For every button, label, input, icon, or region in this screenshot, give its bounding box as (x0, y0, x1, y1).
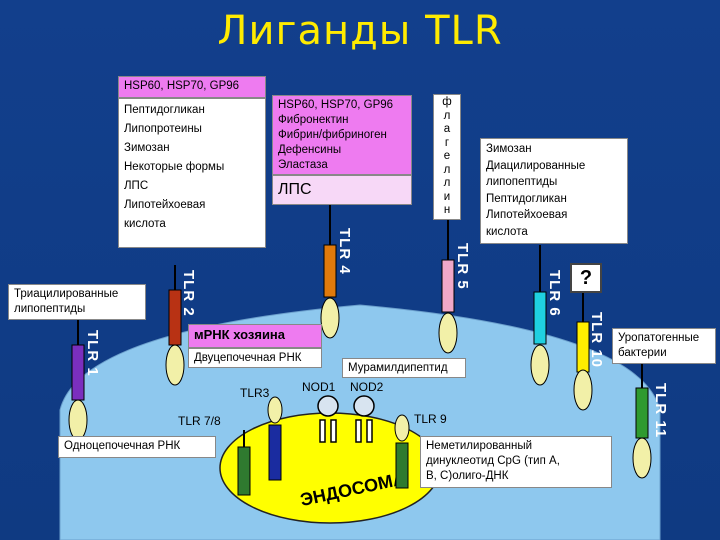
tlr9-receptor (394, 414, 410, 489)
ssrna-box: Одноцепочечная РНК (58, 436, 216, 458)
tlr4-ligand-line: Эластаза (278, 159, 328, 171)
muramyl-text: Мурамилдипептид (348, 362, 448, 374)
tlr6-ligand-line: Диацилированные (486, 159, 586, 172)
tlr4-lps-text: ЛПС (278, 181, 312, 198)
tlr2-ligand-line: кислота (124, 218, 166, 230)
flagellin-letter-line: л (443, 163, 451, 176)
tlr6-ligand-line: кислота (486, 225, 528, 238)
uropathogenic-line: бактерии (618, 347, 667, 359)
tlr10-label: TLR 10 (588, 312, 605, 369)
tlr2-ligand-line: Липопротеины (124, 123, 202, 135)
tlr2-ligand-line: Зимозан (124, 142, 170, 154)
tlr6-ligand-line: Зимозан (486, 143, 532, 155)
tlr2-ligand-line: Липотейхоевая (124, 199, 206, 211)
tlr78-label: TLR 7/8 (178, 414, 221, 428)
tlr2-ligand-line: Пептидогликан (124, 104, 205, 116)
uropathogenic-box: Уропатогенные бактерии (612, 328, 716, 364)
flagellin-letter-line: и (443, 190, 451, 203)
ssrna-text: Одноцепочечная РНК (64, 440, 181, 452)
tlr6-ligand-line: липопептиды (486, 176, 558, 188)
tlr1-receptor (68, 300, 88, 441)
tlr4-receptor (320, 205, 340, 339)
tlr2-label: TLR 2 (180, 270, 197, 317)
muramyl-dipeptide-box: Мурамилдипептид (342, 358, 466, 378)
tlr4-lps-box: ЛПС (272, 175, 412, 205)
tlr6-label: TLR 6 (546, 270, 563, 317)
tlr6-ligand-line: Пептидогликан (486, 192, 567, 205)
tlr1-ligand-line: Триацилированные (14, 288, 119, 300)
tlr1-ligands-box: Триацилированные липопептиды (8, 284, 146, 320)
tlr6-ligand-line: Липотейхоевая (486, 209, 568, 221)
unknown-ligand-box: ? (570, 263, 602, 293)
tlr1-ligand-line: липопептиды (14, 303, 86, 315)
tlr78-receptor (237, 430, 251, 496)
nod2-label: NOD2 (350, 380, 384, 394)
dsrna-box: Двуцепочечная РНК (188, 348, 322, 368)
tlr9-label: TLR 9 (414, 412, 447, 426)
tlr4-ligand-line: Фибрин/фибриноген (278, 129, 387, 141)
cpg-line: B, C)олиго-ДНК (426, 470, 509, 482)
tlr2-ligand-line: ЛПС (124, 180, 149, 192)
tlr3-receptor (267, 396, 283, 481)
nod2-receptor (353, 395, 375, 443)
tlr3-label: TLR3 (240, 386, 270, 400)
tlr4-ligand-line: HSP60, HSP70, GP96 (278, 99, 394, 111)
cpg-line: Неметилированный (426, 440, 533, 452)
flagellin-letter-line: л (443, 177, 451, 189)
tlr4-ligand-line: Фибронектин (278, 114, 349, 126)
host-mrna-text: мРНК хозяина (194, 327, 286, 342)
tlr4-ligand-line: Дефенсины (278, 144, 342, 156)
tlr2-receptor (165, 265, 185, 386)
flagellin-letter-line: ф (442, 96, 452, 108)
flagellin-letter-line: е (443, 150, 451, 162)
flagellin-letter-line: а (443, 123, 451, 135)
tlr5-label: TLR 5 (454, 243, 471, 290)
tlr11-receptor (632, 360, 652, 479)
tlr11-label: TLR 11 (652, 383, 669, 439)
flagellin-letter-line: л (443, 109, 451, 122)
tlr10-receptor (573, 290, 593, 411)
cpg-line: динуклеотид CpG (тип A, (426, 455, 560, 467)
tlr4-label: TLR 4 (336, 228, 353, 275)
tlr5-receptor (438, 220, 458, 354)
dsrna-text: Двуцепочечная РНК (194, 352, 302, 364)
nod1-label: NOD1 (302, 380, 336, 394)
nod1-receptor (317, 395, 339, 443)
tlr2-hsp-box: HSP60, HSP70, GP96 (118, 76, 266, 98)
flagellin-letter-line: г (444, 136, 450, 149)
host-mrna-box: мРНК хозяина (188, 324, 322, 348)
slide-title: Лиганды TLR (217, 8, 503, 54)
uropathogenic-line: Уропатогенные (618, 332, 700, 344)
tlr1-label: TLR 1 (84, 330, 101, 377)
tlr2-hsp-text: HSP60, HSP70, GP96 (124, 80, 240, 92)
tlr6-receptor (530, 245, 550, 386)
tlr2-ligand-line: Некоторые формы (124, 161, 225, 173)
flagellin-letter-line: н (443, 204, 451, 216)
cpg-box: Неметилированный динуклеотид CpG (тип A, B… (420, 436, 612, 488)
